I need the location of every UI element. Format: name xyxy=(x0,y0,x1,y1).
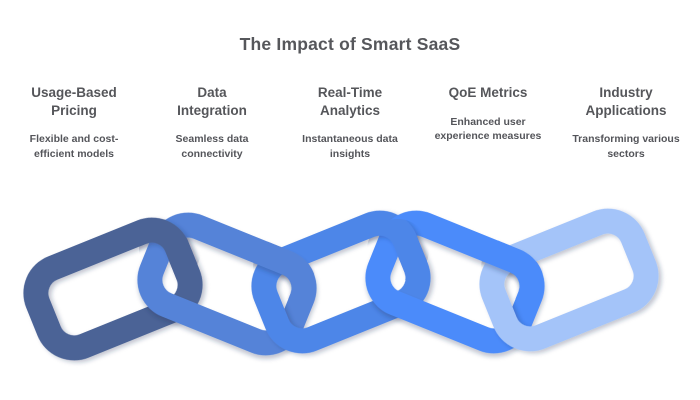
column-industry-applications: Industry Applications Transforming vario… xyxy=(557,84,695,162)
chain-weave-junction-3 xyxy=(367,219,429,281)
column-description: Transforming various sectors xyxy=(572,133,680,160)
column-description: Enhanced user experience measures xyxy=(434,115,542,143)
column-heading: Industry Applications xyxy=(585,85,667,118)
chain-link-4 xyxy=(365,210,545,354)
page-title: The Impact of Smart SaaS xyxy=(239,34,461,54)
chain-link-5 xyxy=(479,208,659,352)
column-heading: QoE Metrics xyxy=(448,85,528,100)
column-qoe-metrics: QoE Metrics Enhanced user experience mea… xyxy=(419,84,557,162)
column-usage-based-pricing: Usage-Based Pricing Flexible and cost-ef… xyxy=(5,84,143,162)
column-description: Flexible and cost-efficient models xyxy=(29,133,119,160)
column-description: Seamless data connectivity xyxy=(175,133,249,160)
chain-link-2 xyxy=(137,212,317,356)
column-data-integration: Data Integration Seamless data connectiv… xyxy=(143,84,281,162)
chain-weave-junction-1 xyxy=(139,219,201,281)
column-real-time-analytics: Real-Time Analytics Instantaneous data i… xyxy=(281,84,419,162)
column-heading: Data Integration xyxy=(177,85,247,118)
column-heading: Real-Time Analytics xyxy=(317,85,383,118)
feature-columns: Usage-Based Pricing Flexible and cost-ef… xyxy=(5,84,695,162)
column-description: Instantaneous data insights xyxy=(302,133,398,160)
column-heading: Usage-Based Pricing xyxy=(31,85,117,118)
